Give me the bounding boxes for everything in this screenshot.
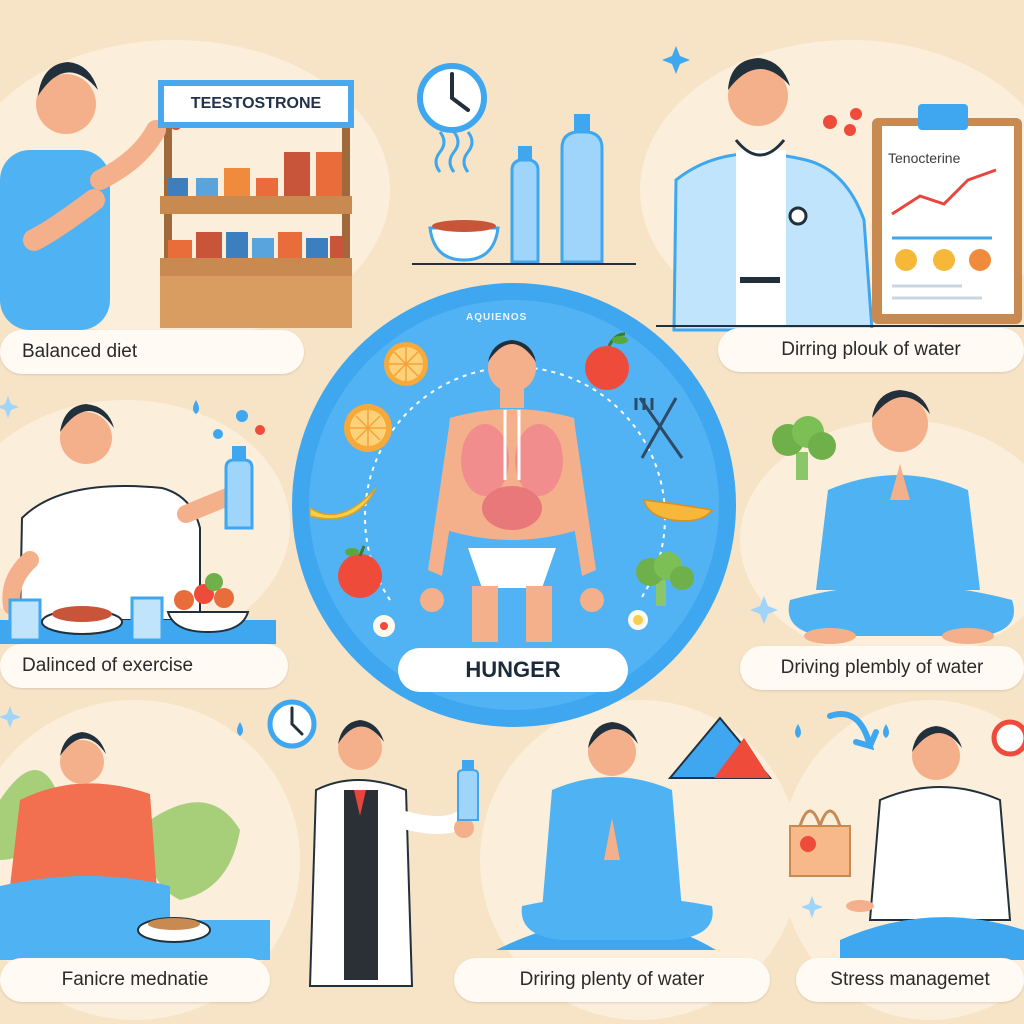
arrow-icon [827, 711, 879, 751]
orange-slice-icon [344, 404, 392, 452]
label-meditation: Fanicre mednatie [0, 958, 270, 1002]
shelf-display [160, 128, 352, 328]
droplet-icon [883, 724, 889, 738]
testosterone-sign: TEESTOSTRONE [158, 80, 354, 128]
bowl-icon [428, 220, 500, 262]
droplet-icon [193, 400, 199, 414]
shopping-bag-icon [789, 809, 851, 877]
glass-icon [8, 598, 42, 642]
man-figure [0, 62, 182, 330]
sparkle-icon [0, 396, 19, 418]
man-figure [496, 722, 716, 950]
broccoli-icon [772, 416, 836, 480]
pill-icon [850, 108, 862, 120]
label-drinking-water-bottom: Driring plenty of water [454, 958, 770, 1002]
clipboard-icon [872, 104, 1022, 324]
water-bottle-icon [224, 446, 254, 530]
arc-title: AQUIENOS [466, 312, 528, 323]
stop-icon [991, 719, 1024, 757]
food-dot [380, 622, 388, 630]
bubble [236, 410, 248, 422]
man-figure [788, 390, 1014, 644]
man-figure [2, 404, 239, 621]
sparkle-icon [662, 46, 690, 74]
label-drinking-water-top: Dirring plouk of water [718, 328, 1024, 372]
clock-icon [267, 699, 317, 749]
doctor-figure [308, 720, 474, 987]
pill-icon [844, 124, 856, 136]
food-dot [633, 615, 643, 625]
steam-icon [434, 131, 474, 173]
anatomy-figure [420, 340, 604, 642]
hunger-label: HUNGER [398, 648, 628, 692]
salad-bowl-icon [166, 573, 250, 634]
sparkle-icon [750, 596, 778, 624]
broccoli-icon [636, 552, 694, 606]
watermelon-icon [667, 716, 773, 779]
man-figure [0, 732, 270, 960]
man-figure [840, 726, 1024, 960]
doctor-figure [672, 58, 874, 332]
droplet-icon [795, 724, 801, 738]
sparkle-icon [0, 706, 21, 728]
label-exercise: Dalinced of exercise [0, 644, 288, 688]
label-stress-management: Stress managemet [796, 958, 1024, 1002]
sparkle-icon [801, 896, 823, 918]
orange-slice-icon [384, 342, 428, 386]
apple-icon [338, 545, 382, 598]
droplet-icon [237, 722, 243, 736]
clock-icon [417, 63, 487, 133]
banana-icon [643, 499, 714, 522]
apple-icon [585, 332, 629, 390]
label-drinking-water-mid: Driving plembly of water [740, 646, 1024, 690]
nuts-icon [148, 918, 200, 930]
trend-line [891, 168, 997, 216]
label-balanced-diet: Balanced diet [0, 330, 304, 374]
water-bottle-icon [457, 760, 479, 821]
fork-knife-icon [634, 397, 684, 459]
banana-icon [309, 487, 377, 520]
bubble [255, 425, 265, 435]
bubble [213, 429, 223, 439]
pill-icon [823, 115, 837, 129]
water-bottle-icon [560, 114, 604, 264]
chart-title: Tenocterine [888, 150, 961, 166]
glass-icon [130, 596, 164, 642]
salad-icon [52, 606, 112, 622]
water-bottle-icon [510, 146, 540, 264]
